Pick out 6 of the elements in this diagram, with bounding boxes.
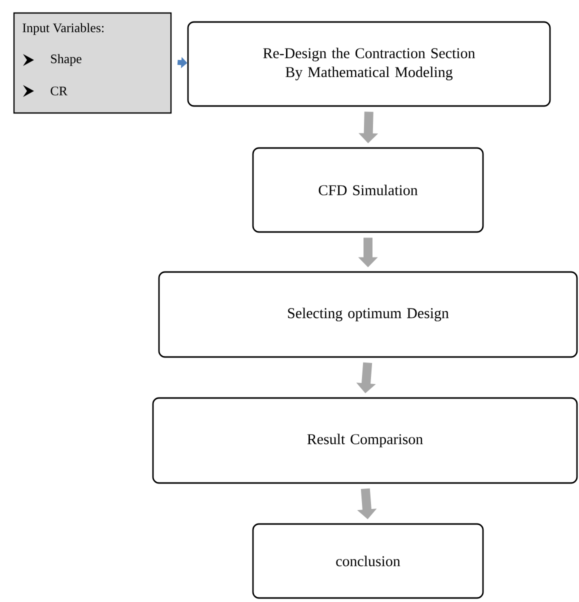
process-box: CFD Simulation (252, 147, 484, 233)
input-box: Input Variables: Shape CR (13, 12, 172, 114)
process-box: Selecting optimum Design (158, 271, 578, 358)
process-box: Result Comparison (152, 397, 578, 484)
process-box: conclusion (252, 523, 484, 599)
process-box: Re-Design the Contraction Section By Mathematical Modeling (187, 21, 551, 107)
